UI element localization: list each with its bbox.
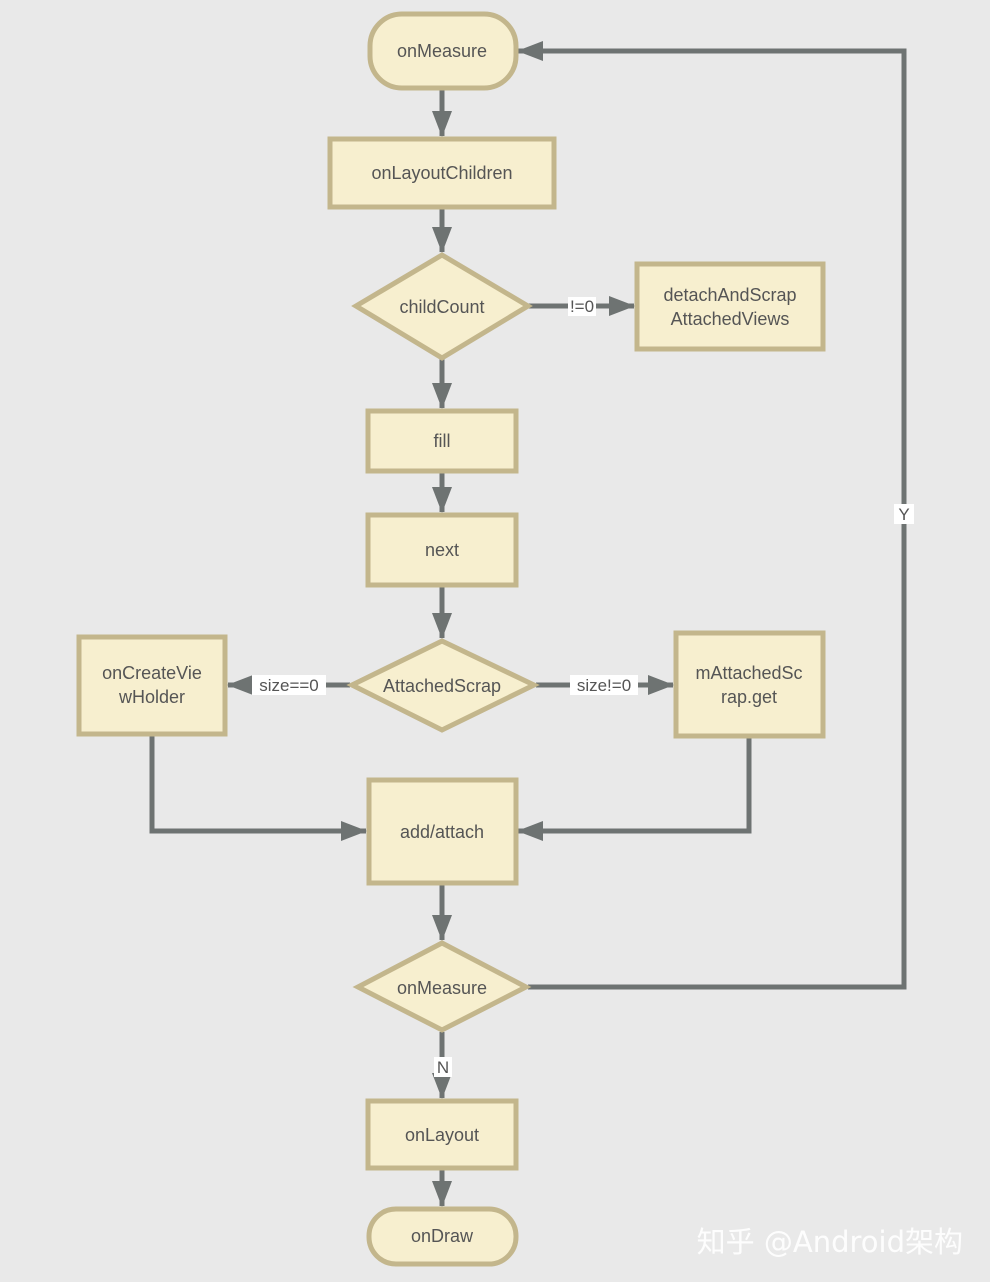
svg-text:detachAndScrap: detachAndScrap: [663, 285, 796, 305]
svg-text:next: next: [425, 540, 459, 560]
watermark-text: 知乎 @Android架构: [697, 1225, 963, 1259]
node-detach-and-scrap-attached-views: detachAndScrap AttachedViews: [634, 261, 826, 352]
svg-text:onLayout: onLayout: [405, 1125, 479, 1145]
svg-text:size!=0: size!=0: [577, 676, 631, 695]
svg-text:onDraw: onDraw: [411, 1226, 474, 1246]
svg-text:onLayoutChildren: onLayoutChildren: [371, 163, 512, 183]
node-oncreateviewholder: onCreateVie wHolder: [76, 634, 228, 737]
svg-text:fill: fill: [434, 431, 451, 451]
edge-label-size-nonzero: size!=0: [570, 675, 638, 695]
node-onlayoutchildren: onLayoutChildren: [327, 136, 557, 210]
svg-text:onCreateVie: onCreateVie: [102, 663, 202, 683]
svg-text:AttachedViews: AttachedViews: [671, 309, 790, 329]
node-attachedscrap-decision: AttachedScrap: [346, 638, 540, 733]
node-onlayout: onLayout: [365, 1098, 519, 1171]
edge-oncreateviewholder-to-addattach: [149, 736, 367, 841]
node-onmeasure-start: onMeasure: [367, 11, 519, 91]
node-next: next: [365, 512, 519, 588]
svg-text:onMeasure: onMeasure: [397, 978, 487, 998]
node-onmeasure-decision: onMeasure: [352, 940, 532, 1033]
node-fill: fill: [365, 408, 519, 474]
svg-text:onMeasure: onMeasure: [397, 41, 487, 61]
svg-text:mAttachedSc: mAttachedSc: [695, 663, 802, 683]
svg-text:rap.get: rap.get: [721, 687, 777, 707]
node-childcount-decision: childCount: [351, 252, 533, 361]
svg-text:childCount: childCount: [399, 297, 484, 317]
edge-label-size-zero: size==0: [252, 675, 326, 695]
edge-label-exit-no: N: [434, 1057, 452, 1077]
svg-text:N: N: [437, 1058, 449, 1077]
nodes: onMeasure onLayoutChildren childCount de…: [76, 11, 826, 1267]
edges: [149, 41, 907, 1207]
node-add-attach: add/attach: [366, 777, 519, 886]
svg-text:wHolder: wHolder: [118, 687, 185, 707]
edge-label-childcount-nonzero: !=0: [568, 297, 596, 316]
svg-text:Y: Y: [898, 505, 909, 524]
edge-labels: !=0 size==0 size!=0 Y N: [252, 297, 914, 1077]
svg-text:size==0: size==0: [259, 676, 319, 695]
svg-text:AttachedScrap: AttachedScrap: [383, 676, 501, 696]
edge-label-loop-yes: Y: [894, 504, 914, 524]
svg-text:!=0: !=0: [570, 297, 594, 316]
edge-onmeasure-decision-loop-back: [517, 41, 907, 990]
svg-text:add/attach: add/attach: [400, 822, 484, 842]
node-ondraw: onDraw: [366, 1206, 519, 1267]
node-mattachedscrap-get: mAttachedSc rap.get: [673, 630, 826, 739]
edge-mattachedscrapget-to-addattach: [517, 738, 752, 841]
